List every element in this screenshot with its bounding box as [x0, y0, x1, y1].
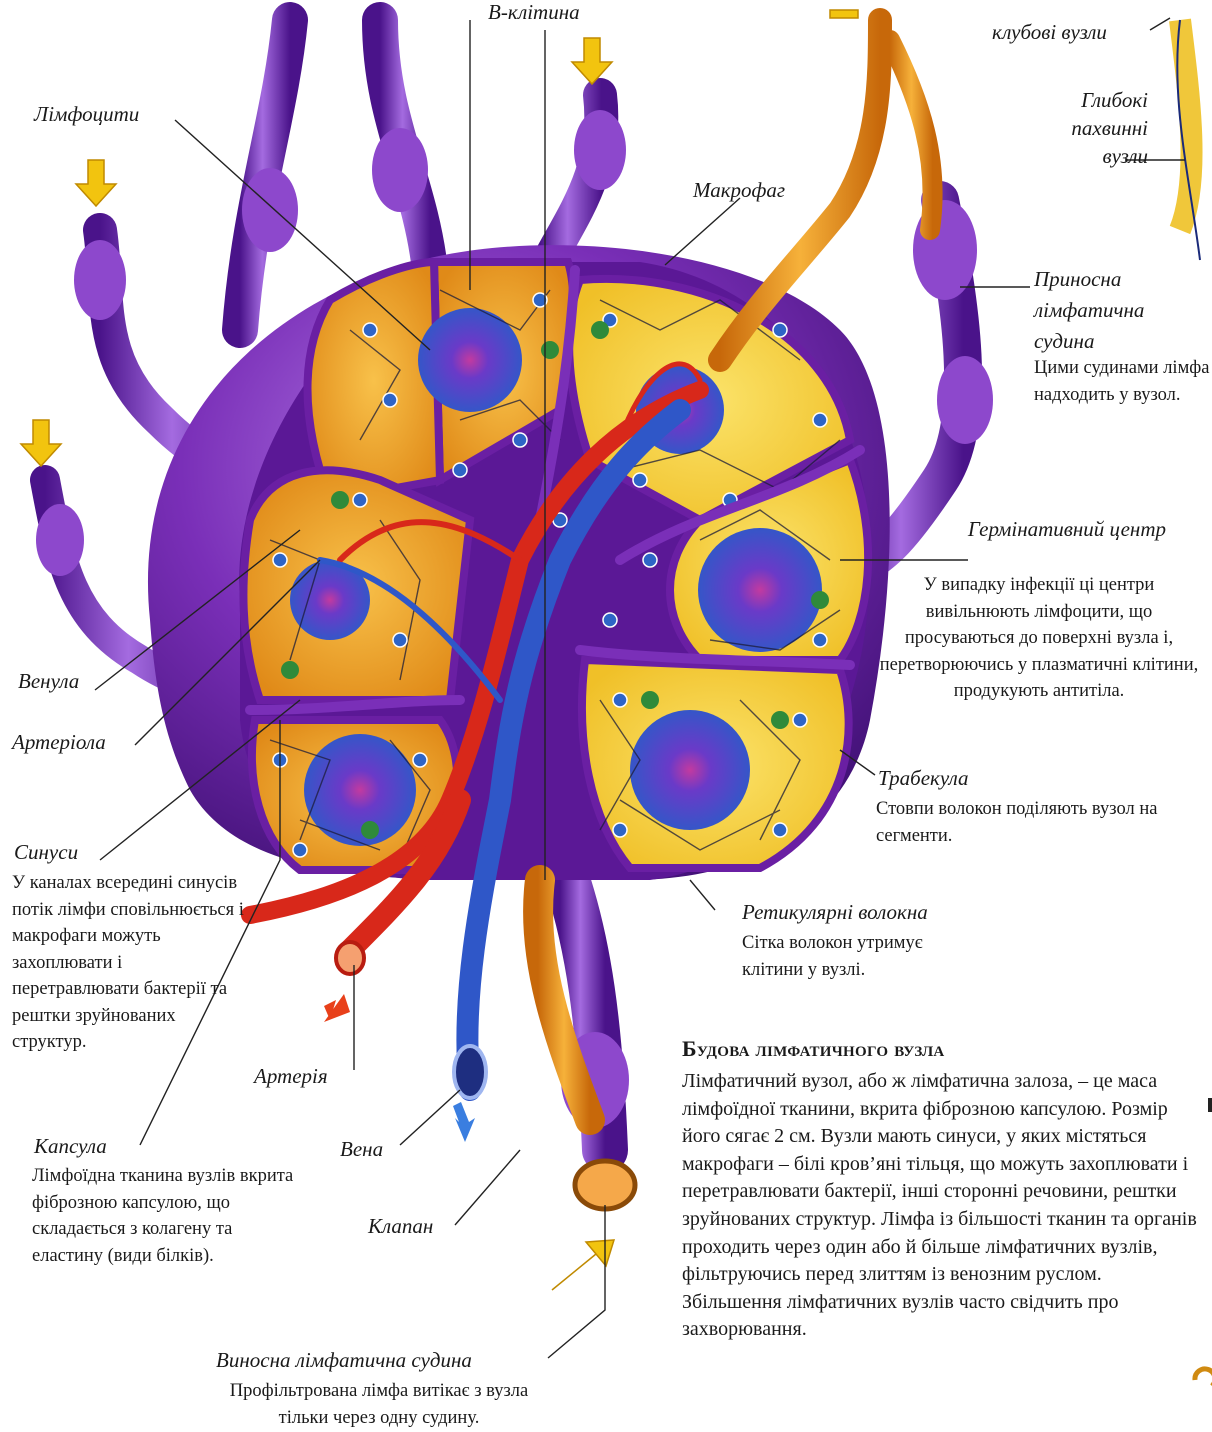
label-venule: Венула [18, 667, 79, 695]
label-deep-inguinal-nodes: Глибокі пахвинні вузли [1040, 86, 1148, 170]
label-capsule: Капсула [34, 1132, 107, 1160]
germinal-center-description: У випадку інфекції ці центри вивільнюють… [878, 572, 1200, 705]
label-valve: Клапан [368, 1212, 433, 1240]
capsule-description: Лімфоїдна тканина вузлів вкрита фіброзно… [32, 1163, 294, 1269]
label-afferent-vessel: Приносна лімфатична судина [1034, 264, 1204, 357]
sinuses-description: У каналах всередині синусів потік лімфи … [12, 870, 248, 1056]
efferent-vessel-description: Профільтрована лімфа витікає з вузла тіл… [212, 1378, 546, 1431]
label-b-cell: В-клітина [488, 0, 580, 26]
afferent-vessel-description: Цими судинами лімфа надходить у вузол. [1034, 355, 1210, 408]
label-sinuses: Синуси [14, 838, 78, 866]
label-arteriole: Артеріола [12, 728, 106, 756]
label-lymphocytes: Лімфоцити [34, 100, 139, 128]
label-efferent-vessel: Виносна лімфатична судина [216, 1346, 472, 1374]
inguinal-region [1177, 20, 1200, 260]
article-title: Будова лімфатичного вузла [682, 1036, 945, 1062]
label-reticular-fibers: Ретикулярні волокна [742, 898, 928, 926]
label-artery: Артерія [254, 1062, 328, 1090]
label-germinal-center: Гермінативний центр [900, 514, 1166, 544]
label-vein: Вена [340, 1135, 383, 1163]
label-macrophage: Макрофаг [693, 176, 785, 204]
article-body: Лімфатичний вузол, або ж лімфатична зало… [682, 1068, 1202, 1432]
reticular-fibers-description: Сітка волокон утримує клітини у вузлі. [742, 930, 982, 983]
trabecula-description: Стовпи волокон поділяють вузол на сегмен… [876, 796, 1176, 849]
label-iliac-nodes: клубові вузли [992, 18, 1107, 46]
label-trabecula: Трабекула [878, 764, 969, 792]
